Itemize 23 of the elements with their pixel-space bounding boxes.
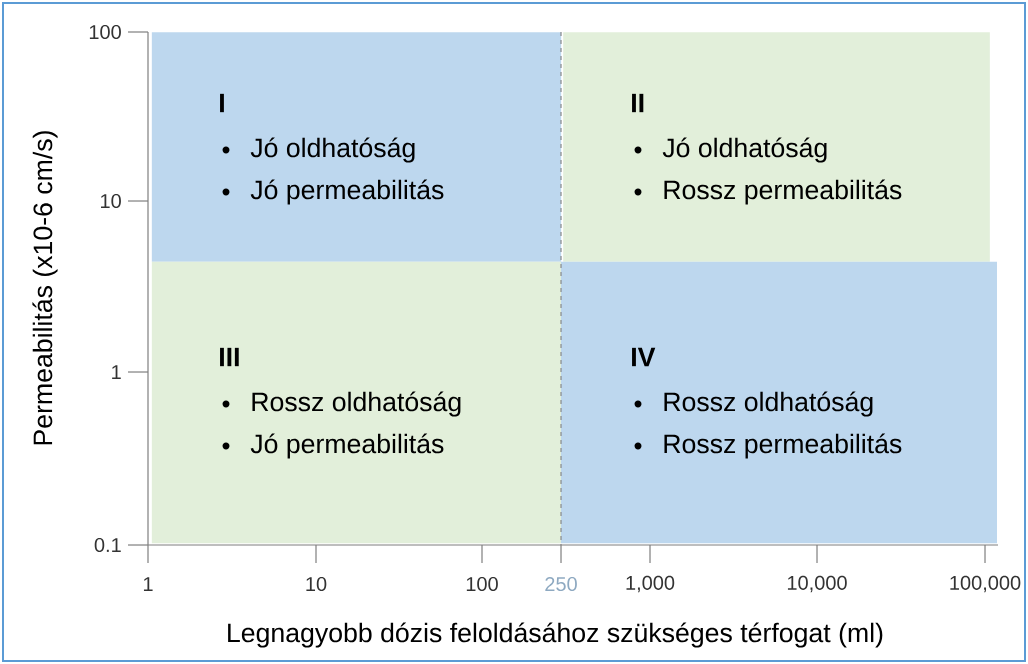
bullet-item: Jó permeabilitás: [222, 433, 444, 459]
tick-label: 100: [89, 24, 149, 40]
tick-label: 250: [545, 544, 577, 592]
tick-label: 100,000: [950, 544, 1021, 593]
bullet-item: Jó oldhatóság: [222, 137, 415, 163]
tick-label: 1: [112, 365, 149, 379]
bullet-item: Rossz permeabilitás: [634, 179, 902, 205]
bullet-item: Rossz oldhatóság: [634, 391, 873, 417]
axis-title: Legnagyobb dózis feloldásához szükséges térfogat (ml): [228, 622, 883, 648]
tick-label: 10: [306, 544, 327, 592]
quadrant-number: I: [220, 93, 224, 113]
bullet-item: Jó oldhatóság: [634, 137, 827, 163]
axis-title: Permeabilitás (x10-6 cm/s): [32, 131, 58, 445]
tick-label: 100: [466, 544, 498, 592]
tick-label: 1,000: [626, 544, 675, 593]
quadrant-number: IV: [632, 347, 656, 367]
bullet-item: Jó permeabilitás: [222, 179, 444, 205]
tick-label: 10: [101, 193, 149, 209]
bullet-item: Rossz permeabilitás: [634, 433, 902, 459]
bullet-item: Rossz oldhatóság: [222, 391, 461, 417]
quadrant-number: II: [632, 93, 644, 113]
tick-label: 10,000: [787, 544, 847, 593]
quadrant-number: III: [220, 347, 239, 367]
